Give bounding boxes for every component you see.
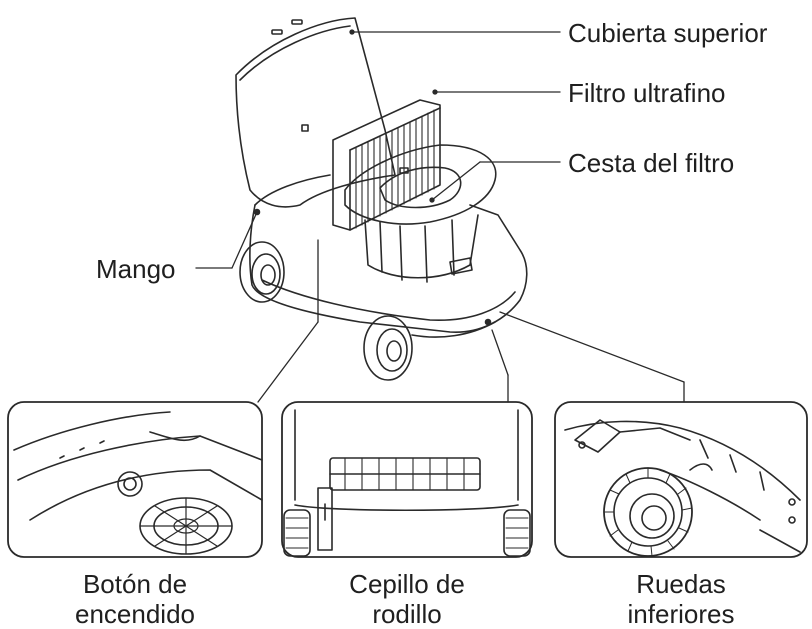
ultrafine-filter-shape [332, 99, 441, 231]
caption-line: Ruedas [636, 569, 726, 599]
label-ultrafine-filter: Filtro ultrafino [568, 78, 726, 108]
front-wheel [363, 315, 413, 381]
left-wheel [239, 241, 285, 303]
caption-line: encendido [75, 599, 195, 629]
caption-line: rodillo [372, 599, 442, 629]
label-top-cover: Cubierta superior [568, 18, 768, 48]
detail-box-roller-brush [281, 401, 533, 558]
leader-lines [195, 29, 685, 403]
filter-basket-shape [344, 144, 497, 283]
caption-line: Cepillo de [349, 569, 465, 599]
top-cover [235, 17, 396, 208]
label-handle: Mango [96, 254, 176, 284]
label-filter-basket: Cesta del filtro [568, 148, 735, 178]
detail-box-power-button [7, 401, 263, 558]
caption-line: Botón de [82, 569, 188, 599]
detail-box-bottom-wheels [554, 401, 808, 558]
caption-power-button: Botón de encendido [20, 569, 250, 629]
caption-line: inferiores [627, 599, 735, 629]
caption-roller-brush: Cepillo de rodillo [292, 569, 522, 629]
caption-bottom-wheels: Ruedas inferiores [566, 569, 796, 629]
robot-body [235, 17, 528, 381]
